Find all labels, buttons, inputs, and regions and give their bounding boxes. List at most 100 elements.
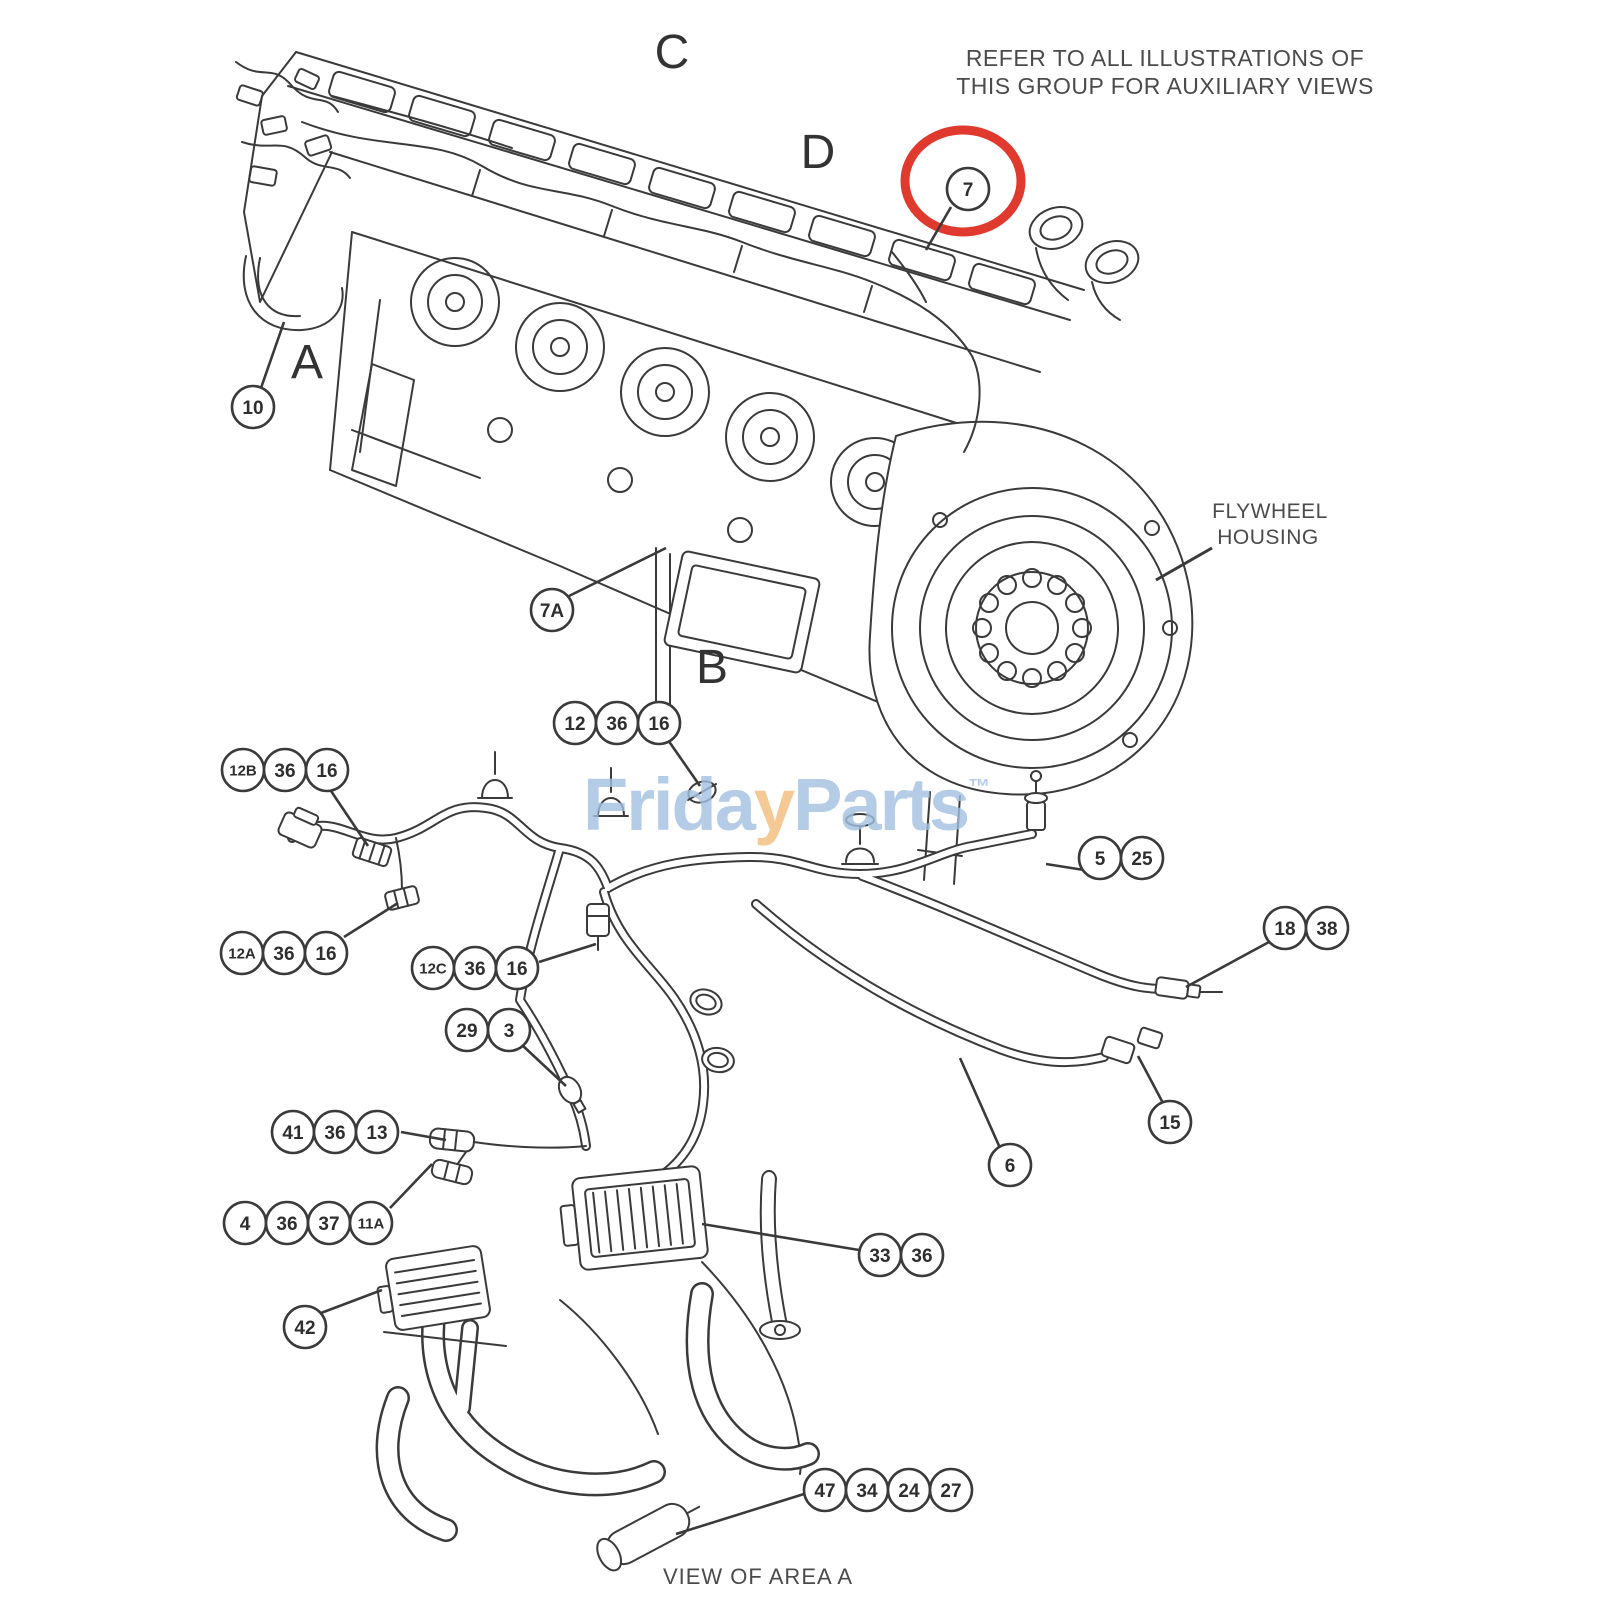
callout-leader-line [1136,1055,1165,1104]
callout-circle-16 [303,930,349,976]
area-letter-B: B [696,641,728,694]
callout-10: 10 [230,321,286,430]
callout-number-36: 36 [606,714,627,735]
note-line-1: REFER TO ALL ILLUSTRATIONS OF [966,45,1364,71]
callout-circle-36 [899,1232,945,1278]
callout-number-11A: 11A [358,1215,385,1232]
callout-12A-36-16: 12A 36 16 [219,901,399,976]
highlight-circle-7 [900,125,1026,237]
watermark-frida: Frida [583,763,757,846]
callout-12C-36-16: 12C 36 16 [410,942,597,991]
callout-number-6: 6 [1005,1156,1016,1177]
callout-circle-7A [529,587,575,633]
callout-number-16: 16 [316,761,337,782]
callout-circle-10 [230,384,276,430]
callout-leader-line [521,1044,567,1087]
flywheel-label-line1: FLYWHEEL [1212,500,1328,523]
callout-number-36: 36 [324,1123,345,1144]
engine-illustration [235,51,1194,885]
callout-circle-16 [304,747,350,793]
highlight-layer [900,125,1026,237]
callout-leader-line [320,1288,383,1315]
callout-number-25: 25 [1131,849,1153,870]
watermark-fridayparts: FridayParts™ [583,763,988,846]
callout-29-3: 29 3 [444,1007,567,1087]
callout-number-16: 16 [648,714,669,735]
callout-number-16: 16 [315,944,336,965]
area-letter-A: A [291,336,323,389]
callout-number-36: 36 [911,1246,932,1267]
callout-circle-38 [1304,905,1350,951]
flywheel-leader-line [1155,546,1213,582]
callout-leader-line [259,321,286,389]
callout-circle-16 [636,700,682,746]
callout-6: 6 [958,1057,1033,1188]
callout-leader-line [675,1492,805,1536]
callout-leader-line [958,1057,1002,1149]
callout-circle-27 [928,1467,974,1513]
callout-number-16: 16 [506,959,527,980]
callout-leader-line [666,739,702,787]
callout-circle-11A [348,1200,394,1246]
callout-leader-line [538,942,597,964]
watermark-parts: Parts [793,763,968,846]
callout-leader-line [1185,940,1270,989]
area-letter-C: C [655,26,690,79]
callout-number-38: 38 [1316,919,1337,940]
callout-number-36: 36 [273,944,294,965]
area-letters-layer: A B C D [291,26,835,694]
callout-number-36: 36 [276,1214,297,1235]
callout-7A: 7A [529,546,667,633]
callout-number-42: 42 [294,1318,315,1339]
callout-number-12C: 12C [419,960,447,977]
watermark-check-y: y [754,763,795,846]
view-of-area-label: VIEW OF AREA A [663,1564,853,1589]
callout-number-7A: 7A [540,601,565,622]
callout-number-29: 29 [456,1021,477,1042]
callout-number-12: 12 [564,714,585,735]
callout-number-34: 34 [856,1481,878,1502]
note-line-2: THIS GROUP FOR AUXILIARY VIEWS [956,73,1374,99]
callout-circle-42 [282,1304,328,1350]
callout-number-47: 47 [814,1481,835,1502]
callout-number-41: 41 [282,1123,304,1144]
callout-circle-16 [494,945,540,991]
harness-illustration [277,751,1223,1572]
callout-4-36-37-11A: 4 36 37 11A [222,1163,433,1246]
callout-leader-line [701,1222,860,1252]
callout-leader-line [343,901,399,939]
callout-7: 7 [924,166,991,251]
callout-leader-line [329,790,370,847]
callout-leader-line [389,1163,433,1209]
callout-number-13: 13 [366,1123,387,1144]
area-letter-D: D [801,126,836,179]
flywheel-label-line2: HOUSING [1217,526,1319,549]
callout-number-36: 36 [464,959,485,980]
callout-circle-7 [945,166,991,212]
callout-number-4: 4 [240,1214,251,1235]
callout-number-7: 7 [963,180,974,201]
callout-number-33: 33 [869,1246,890,1267]
callout-leader-line [924,206,953,251]
callout-circle-25 [1119,835,1165,881]
callout-number-3: 3 [504,1021,515,1042]
watermark-trademark: ™ [968,774,988,799]
callout-12-36-16: 12 36 16 [552,700,702,787]
callout-number-10: 10 [242,398,263,419]
callout-number-36: 36 [274,761,295,782]
callout-number-24: 24 [898,1481,920,1502]
callout-leader-line [1045,862,1085,872]
callout-42: 42 [282,1288,383,1350]
callout-circle-13 [354,1109,400,1155]
callout-number-37: 37 [318,1214,339,1235]
callout-leader-line [400,1130,447,1142]
callout-number-12A: 12A [228,945,256,962]
callout-number-18: 18 [1274,919,1295,940]
